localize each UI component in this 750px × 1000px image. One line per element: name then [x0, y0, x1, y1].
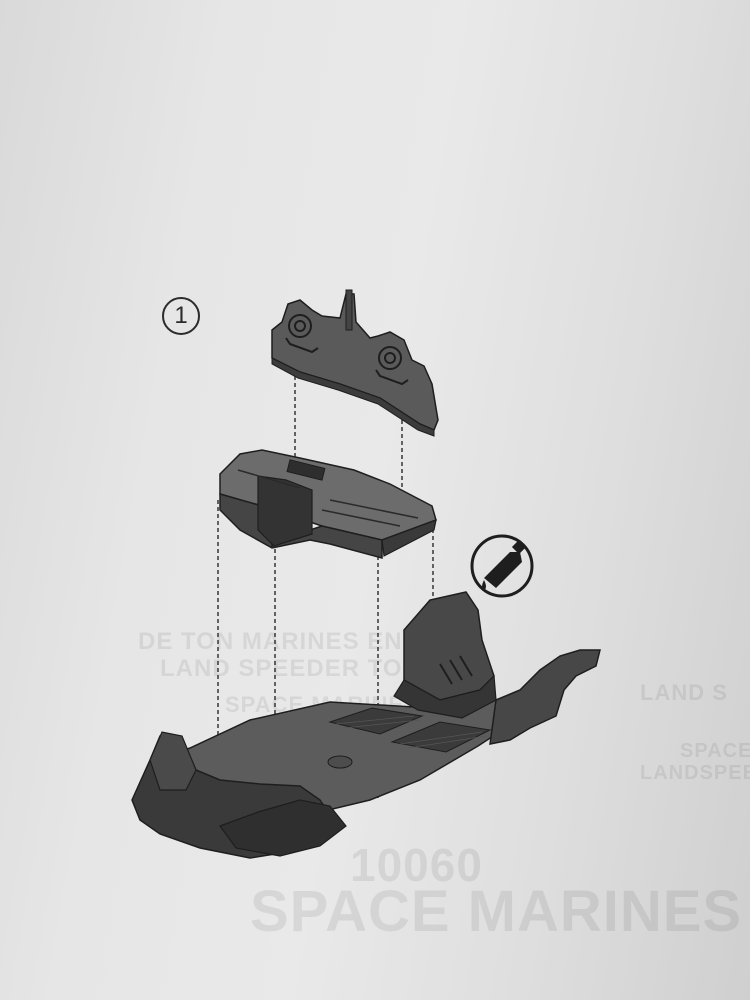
top-panel-part	[271, 289, 439, 437]
seat-controls	[286, 459, 326, 481]
seat-right-face	[381, 519, 437, 557]
hull-left-wing	[149, 731, 197, 791]
hull-grille-lines	[335, 715, 487, 749]
emblem-left	[285, 314, 319, 354]
ghost-text-g: 10060	[350, 839, 483, 891]
hull-grille-left	[328, 707, 424, 735]
hull-front-nose	[219, 799, 347, 857]
tower-slots	[439, 655, 473, 685]
top-panel-bottom-edge	[271, 357, 435, 437]
ghost-text-b: LAND SPEEDER TO	[160, 655, 403, 682]
seat-center-block	[257, 475, 313, 547]
seat-ridges	[237, 469, 419, 527]
ghost-text-e: SPACE	[680, 740, 750, 762]
step-number-badge: 1	[162, 297, 200, 335]
ghost-text-h: SPACE MARINES	[250, 879, 743, 944]
hull-base-part	[131, 591, 601, 859]
hull-grille-right	[390, 721, 492, 753]
ghost-text-f: LANDSPEE	[640, 762, 750, 784]
antenna	[345, 289, 353, 331]
step-number-text: 1	[174, 302, 188, 329]
glue-required-icon	[470, 534, 534, 598]
hull-pedal	[327, 755, 353, 769]
hull-right-fin	[489, 649, 601, 745]
ghost-text-a: DE TON MARINES EN	[138, 628, 403, 655]
ghost-text-d: LAND S	[640, 680, 728, 705]
hull-front-tower	[403, 591, 495, 701]
top-panel-body	[271, 293, 439, 431]
middle-seat-part	[219, 449, 437, 559]
emblem-right	[375, 346, 409, 386]
